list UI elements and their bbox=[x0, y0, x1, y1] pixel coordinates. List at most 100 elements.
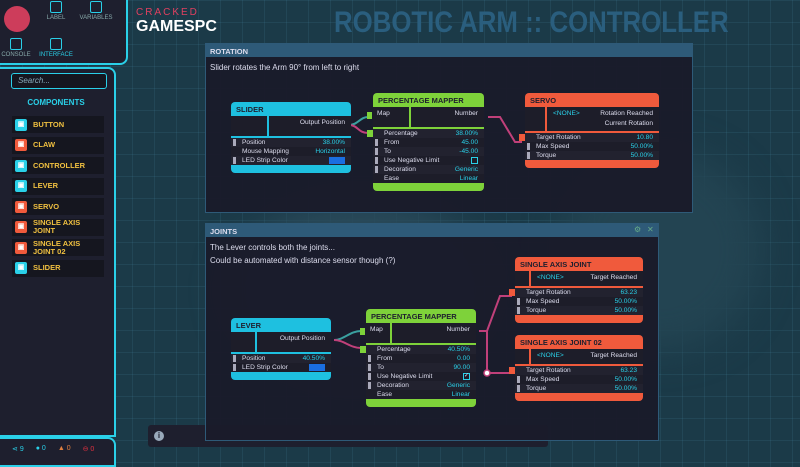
param-label: LED Strip Color bbox=[242, 364, 288, 371]
param-label: Max Speed bbox=[526, 298, 560, 305]
param-value[interactable]: 10.80 bbox=[636, 134, 653, 141]
color-swatch[interactable] bbox=[329, 157, 345, 164]
output-port-label: Output Position bbox=[279, 335, 325, 342]
param-value[interactable]: Generic bbox=[446, 382, 470, 389]
close-icon[interactable]: ✕ bbox=[647, 225, 654, 234]
pin-icon[interactable] bbox=[375, 157, 378, 164]
panel-description: The Lever controls both the joints... bbox=[210, 243, 335, 252]
search-input[interactable]: Search... bbox=[11, 73, 107, 89]
param-value[interactable]: 50.00% bbox=[614, 307, 637, 314]
param-value[interactable]: 50.00% bbox=[630, 152, 653, 159]
node-count[interactable]: ⋖ 9 bbox=[12, 446, 24, 453]
pin-icon[interactable] bbox=[517, 376, 520, 383]
param-value[interactable]: 50.00% bbox=[614, 298, 637, 305]
checkbox[interactable]: ✓ bbox=[463, 373, 470, 380]
components-heading: COMPONENTS bbox=[27, 98, 85, 107]
pin-icon[interactable] bbox=[368, 355, 371, 362]
pin-icon[interactable] bbox=[517, 307, 520, 314]
component-item[interactable]: ▣LEVER bbox=[12, 177, 104, 195]
input-port[interactable] bbox=[360, 328, 365, 335]
param-value[interactable]: 0.00 bbox=[457, 355, 470, 362]
param-value[interactable]: 38.00% bbox=[322, 139, 345, 146]
param-value[interactable]: Linear bbox=[451, 391, 470, 398]
param-value[interactable]: 40.50% bbox=[447, 346, 470, 353]
input-port[interactable] bbox=[509, 367, 515, 374]
checkbox[interactable] bbox=[471, 157, 478, 164]
param-value[interactable]: -45.00 bbox=[459, 148, 478, 155]
target-select[interactable]: <NONE> bbox=[553, 110, 580, 117]
component-icon: ▣ bbox=[15, 262, 27, 274]
param-value[interactable]: Generic bbox=[454, 166, 478, 173]
param-value[interactable]: 38.00% bbox=[455, 130, 478, 137]
component-label: BUTTON bbox=[33, 119, 65, 129]
param-value[interactable]: 50.00% bbox=[614, 385, 637, 392]
error-count[interactable]: ⊖ 0 bbox=[82, 446, 95, 453]
param-value[interactable]: 90.00 bbox=[453, 364, 470, 371]
param-value[interactable]: 50.00% bbox=[614, 376, 637, 383]
pin-icon[interactable] bbox=[517, 385, 520, 392]
pin-icon[interactable] bbox=[233, 139, 236, 146]
pin-icon[interactable] bbox=[517, 298, 520, 305]
warning-count[interactable]: ▲ 0 bbox=[57, 445, 71, 452]
component-item[interactable]: ▣CONTROLLER bbox=[12, 157, 104, 174]
gear-icon[interactable]: ⚙ bbox=[634, 225, 642, 234]
pin-icon[interactable] bbox=[368, 382, 371, 389]
input-port[interactable] bbox=[367, 130, 373, 137]
pin-icon[interactable] bbox=[375, 148, 378, 155]
param-value[interactable]: 50.00% bbox=[630, 143, 653, 150]
component-item[interactable]: ▣BUTTON bbox=[12, 116, 104, 133]
component-item[interactable]: ▣CLAW bbox=[12, 136, 104, 154]
component-item[interactable]: ▣SINGLE AXIS JOINT bbox=[12, 218, 104, 236]
pin-icon[interactable] bbox=[527, 143, 530, 150]
param-value[interactable]: 63.23 bbox=[620, 367, 637, 374]
pin-icon[interactable] bbox=[233, 364, 236, 371]
target-select[interactable]: <NONE> bbox=[537, 352, 564, 359]
param-label: Use Negative Limit bbox=[377, 373, 433, 380]
pin-icon[interactable] bbox=[375, 166, 378, 173]
panel-description: Could be automated with distance sensor … bbox=[210, 256, 396, 265]
pin-icon[interactable] bbox=[368, 364, 371, 371]
input-port[interactable] bbox=[519, 134, 525, 141]
color-swatch[interactable] bbox=[309, 364, 325, 371]
pin-icon[interactable] bbox=[233, 157, 236, 164]
tool-interface[interactable]: INTERFACE bbox=[36, 38, 76, 58]
output-port-label: Rotation Reached bbox=[600, 110, 653, 117]
tool-console[interactable]: CONSOLE bbox=[0, 38, 36, 58]
node-saj2[interactable]: SINGLE AXIS JOINT 02<NONE>Target Reached… bbox=[509, 335, 643, 401]
param-value[interactable]: Linear bbox=[459, 175, 478, 182]
info-icon[interactable]: i bbox=[154, 431, 164, 441]
pin-icon[interactable] bbox=[233, 355, 236, 362]
tool-variables[interactable]: VARIABLES bbox=[76, 1, 116, 21]
pin-icon[interactable] bbox=[368, 373, 371, 380]
info-count[interactable]: ● 0 bbox=[35, 445, 46, 452]
component-item[interactable]: ▣SERVO bbox=[12, 198, 104, 215]
pin-icon[interactable] bbox=[375, 139, 378, 146]
input-port[interactable] bbox=[367, 112, 372, 119]
component-label: SINGLE AXIS JOINT 02 bbox=[33, 238, 81, 256]
component-item[interactable]: ▣ SLIDER bbox=[12, 259, 104, 277]
param-value[interactable]: 45.00 bbox=[461, 139, 478, 146]
param-value[interactable]: Horizontal bbox=[315, 148, 345, 155]
target-select[interactable]: <NONE> bbox=[537, 274, 564, 281]
input-port[interactable] bbox=[509, 289, 515, 296]
param-label: From bbox=[384, 139, 400, 146]
param-value[interactable]: 63.23 bbox=[620, 289, 637, 296]
input-port[interactable] bbox=[360, 346, 366, 353]
param-value[interactable]: 40.50% bbox=[302, 355, 325, 362]
component-label: SLIDER bbox=[33, 263, 61, 272]
pin-icon[interactable] bbox=[527, 152, 530, 159]
component-item[interactable]: ▣SINGLE AXIS JOINT 02 bbox=[12, 239, 104, 256]
tool-label[interactable]: LABEL bbox=[36, 1, 76, 21]
